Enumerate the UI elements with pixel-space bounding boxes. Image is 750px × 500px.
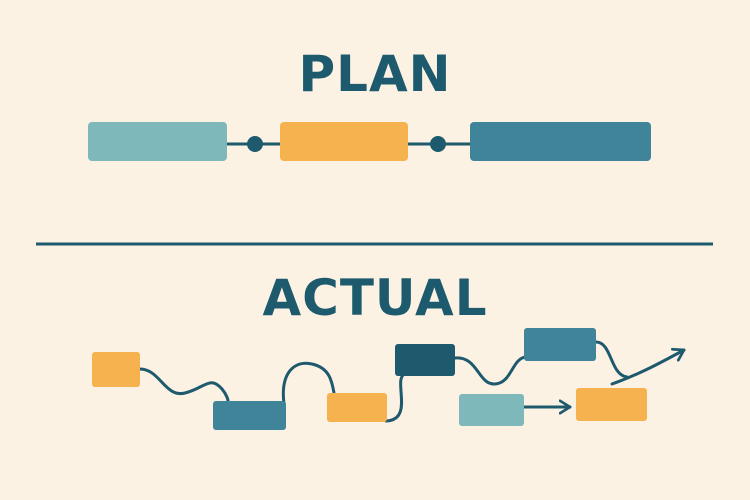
actual-tasks — [92, 328, 647, 430]
connector-dot-icon — [247, 136, 263, 152]
actual-task-3 — [327, 393, 387, 422]
actual-task-5 — [459, 394, 524, 426]
actual-task-2 — [213, 401, 286, 430]
plan-task-3 — [470, 122, 651, 161]
actual-task-4 — [395, 344, 455, 376]
actual-path-3 — [384, 372, 407, 423]
actual-path-1 — [138, 367, 230, 403]
actual-track — [138, 340, 686, 423]
arrow-right-icon — [610, 350, 686, 386]
actual-task-6 — [524, 328, 596, 361]
connector-dot-icon — [430, 136, 446, 152]
plan-task-2 — [280, 122, 408, 161]
plan-title: PLAN — [298, 45, 452, 103]
actual-path-5 — [594, 340, 629, 379]
plan-task-1 — [88, 122, 227, 161]
plan-track — [88, 122, 651, 161]
actual-task-7 — [576, 388, 647, 421]
actual-path-2 — [281, 361, 336, 406]
actual-task-1 — [92, 352, 140, 387]
actual-path-4 — [453, 355, 528, 386]
actual-title: ACTUAL — [262, 269, 488, 327]
